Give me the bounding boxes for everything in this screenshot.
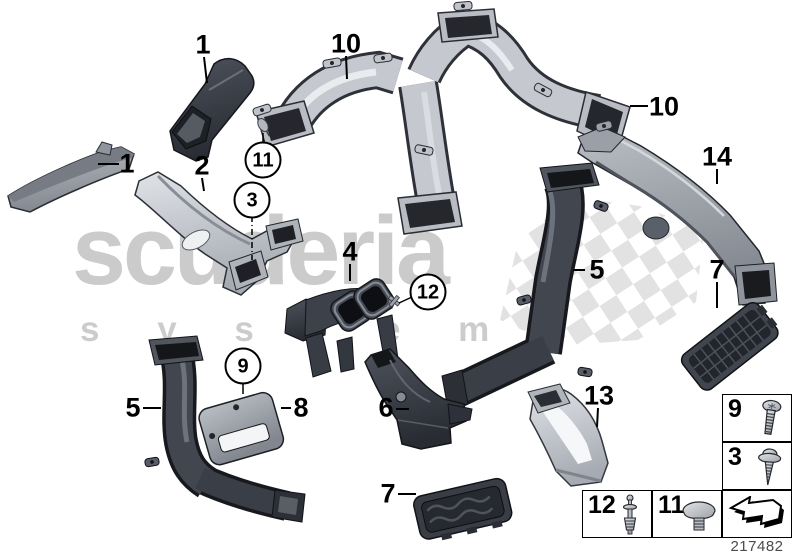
legend-cell-11[interactable]: 11 <box>652 490 722 538</box>
legend-label-3: 3 <box>728 443 742 471</box>
part-7-right-grille <box>680 301 779 391</box>
part-8-cover-plate <box>198 391 285 466</box>
part-14-duct <box>577 120 778 306</box>
part-1-top-duct <box>169 57 255 162</box>
callout-4[interactable]: 4 <box>342 236 358 267</box>
callout-7-bottom[interactable]: 7 <box>380 478 396 509</box>
blind-plug-icon <box>682 501 716 531</box>
part-5-left-duct <box>144 335 306 523</box>
callout-circled-11[interactable]: 11 <box>244 141 282 179</box>
callout-circled-3[interactable]: 3 <box>233 181 271 219</box>
part-4-vent-manifold <box>284 278 401 378</box>
callout-13[interactable]: 13 <box>583 380 615 411</box>
washer-screw-icon <box>758 448 782 486</box>
diagram-code: 217482 <box>730 538 784 555</box>
clip-detail <box>257 118 271 137</box>
expansion-rivet-icon <box>622 494 638 535</box>
part-5-right-duct <box>441 162 609 410</box>
legend-cell-direction <box>722 490 792 538</box>
callout-8[interactable]: 8 <box>293 392 309 423</box>
callout-5-left[interactable]: 5 <box>125 392 141 423</box>
legend-cell-9[interactable]: 9 <box>722 394 792 442</box>
legend-label-11: 11 <box>658 491 685 519</box>
leader-lines <box>98 55 718 495</box>
callout-circled-12[interactable]: 12 <box>409 273 447 311</box>
callout-7-right[interactable]: 7 <box>709 254 725 285</box>
part-6-duct <box>364 348 473 450</box>
direction-arrow-icon <box>728 496 784 528</box>
part-2-duct <box>134 171 304 296</box>
callout-2[interactable]: 2 <box>194 150 210 181</box>
fastener-detail <box>387 294 401 308</box>
callout-5-right[interactable]: 5 <box>589 254 605 285</box>
callout-6[interactable]: 6 <box>378 392 394 423</box>
part-1-left-duct <box>7 141 135 213</box>
legend-cell-3[interactable]: 3 <box>722 442 792 490</box>
legend-cell-12[interactable]: 12 <box>582 490 652 538</box>
callout-1-top[interactable]: 1 <box>195 29 211 60</box>
part-13-duct <box>527 383 609 487</box>
legend-label-9: 9 <box>728 395 742 423</box>
callout-circled-9[interactable]: 9 <box>224 347 262 385</box>
callout-14[interactable]: 14 <box>701 141 733 172</box>
callout-10-top[interactable]: 10 <box>330 28 362 59</box>
callout-10-right[interactable]: 10 <box>648 91 680 122</box>
callout-1-left[interactable]: 1 <box>119 148 135 179</box>
legend-label-12: 12 <box>588 491 616 519</box>
pan-head-screw-icon <box>762 399 782 435</box>
part-7-bottom-grille <box>413 477 513 541</box>
